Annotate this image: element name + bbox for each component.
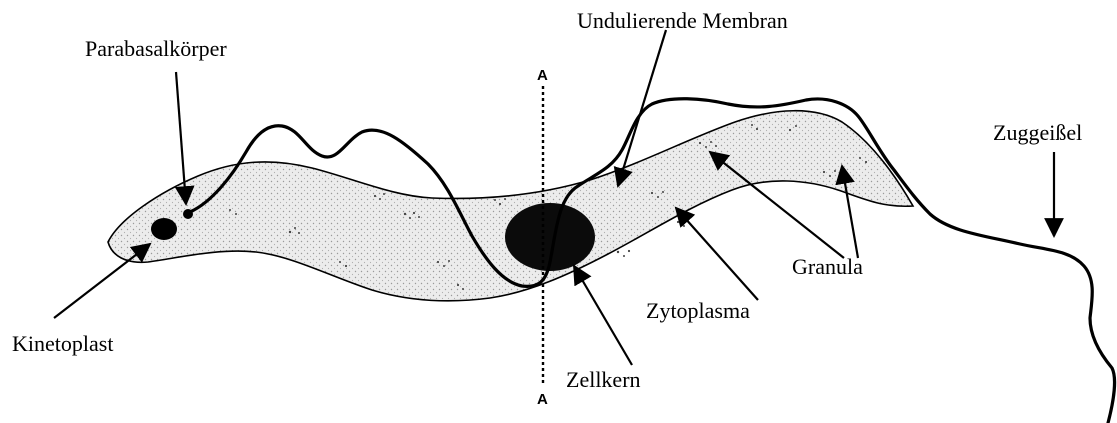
section-label-top: A: [537, 67, 548, 84]
label-granula: Granula: [792, 254, 863, 279]
arrow-zellkern: [574, 266, 632, 365]
label-parabasalkoerper: Parabasalkörper: [85, 36, 227, 61]
label-zuggeissel: Zuggeißel: [993, 120, 1082, 145]
label-undulierende-membran: Undulierende Membran: [577, 8, 788, 33]
label-zellkern: Zellkern: [566, 367, 641, 392]
arrow-zytoplasma: [676, 208, 758, 300]
label-zytoplasma: Zytoplasma: [646, 298, 750, 323]
arrow-kinetoplast: [54, 244, 150, 318]
kinetoplast-shape: [151, 218, 177, 240]
label-kinetoplast: Kinetoplast: [12, 331, 113, 356]
section-label-bottom: A: [537, 391, 548, 408]
